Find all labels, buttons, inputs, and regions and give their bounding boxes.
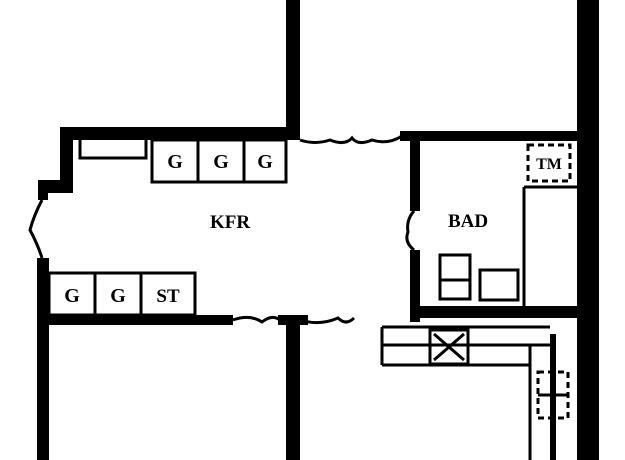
bath-top-wall: [400, 131, 580, 141]
bath-unit-label: TM: [536, 156, 562, 173]
appliance-box-lower-2: [93, 271, 143, 317]
appliance-label-upper-2: G: [213, 151, 229, 173]
appliance-box-upper-2: [196, 138, 246, 184]
room-label-kfr: KFR: [210, 212, 250, 233]
kitchen-left-wall-upper: [60, 127, 73, 187]
appliance-label-upper-1: G: [167, 151, 183, 173]
appliance-label-upper-3: G: [257, 151, 273, 173]
appliance-label-lower-1: G: [64, 285, 80, 307]
kitchen-left-step-vertical: [38, 180, 48, 200]
bath-left-wall: [410, 131, 420, 211]
kitchen-bottom-wall: [37, 315, 233, 325]
door-swing-top: [299, 134, 403, 145]
appliance-label-lower-2: G: [110, 285, 126, 307]
bath-fixture-right: [478, 268, 520, 302]
partition-upper-center: [286, 0, 300, 140]
room-label-bad: BAD: [448, 211, 488, 232]
appliances-lower: [47, 271, 197, 317]
counter-top: [78, 136, 148, 160]
appliances-upper: [150, 138, 288, 184]
appliance-box-upper-1: [150, 138, 200, 184]
outer-wall-left-lower: [37, 258, 49, 460]
stair-right-wall: [550, 334, 556, 460]
appliance-label-lower-3: ST: [156, 286, 180, 307]
tm-box: [526, 143, 572, 183]
outer-wall-right: [577, 0, 599, 460]
bath-left-wall-lower: [410, 250, 420, 322]
bath-fixture-left: [438, 253, 472, 301]
door-swing-bottom-2: [299, 316, 356, 325]
door-swing-bottom: [232, 315, 281, 324]
appliance-box-lower-1: [47, 271, 97, 317]
appliance-box-lower-3: [139, 271, 197, 317]
appliance-box-upper-3: [242, 138, 288, 184]
walls: [37, 0, 599, 460]
left-opening-edge: [28, 199, 44, 259]
bath-opening-edge: [405, 210, 416, 252]
vent-box: [428, 328, 470, 366]
bath-bottom-wall: [410, 306, 580, 318]
vent-cross-2: [433, 332, 465, 362]
partition-lower-center: [286, 318, 300, 460]
thin-lines: [28, 134, 577, 460]
